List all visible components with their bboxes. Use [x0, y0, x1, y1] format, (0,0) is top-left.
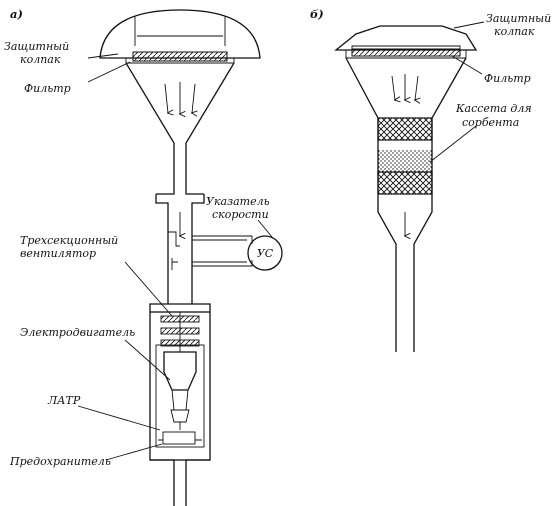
- cap-label-a-2: колпак: [20, 53, 61, 66]
- fan-section-3: [160, 339, 200, 347]
- airflow-arrows-a: [164, 82, 195, 114]
- filter-label-a: Фильтр: [24, 82, 71, 95]
- panel-b-letter: б): [310, 7, 324, 21]
- motor-label: Электродвигатель: [20, 326, 135, 339]
- panel-a-letter: а): [10, 7, 23, 21]
- panel-a: а) УС: [4, 7, 283, 506]
- protective-cap-b: [334, 25, 478, 51]
- speed-indicator-abbrev: УС: [257, 247, 274, 260]
- speed-label-2: скорости: [212, 208, 269, 221]
- fan-section-1: [160, 315, 200, 323]
- filter-b: [351, 48, 461, 57]
- speed-label-1: Указатель: [206, 195, 270, 208]
- sorbent-cassette: [377, 117, 433, 195]
- cassette-mesh-bottom: [377, 171, 433, 195]
- leader-lines-b: [429, 21, 485, 163]
- speed-indicator-dial: [247, 235, 283, 271]
- funnel-b: [345, 57, 467, 352]
- cassette-mesh-top: [377, 117, 433, 141]
- fan-label-2: вентилятор: [20, 247, 96, 260]
- filter-a: [132, 51, 228, 62]
- panel-b: б) Защитный колпак: [310, 7, 551, 352]
- cap-label-b-1: Защитный: [486, 12, 551, 25]
- speed-sensor-section: [155, 186, 253, 270]
- fuse: [162, 431, 196, 445]
- airflow-arrows-b: [391, 74, 418, 236]
- cap-label-b-2: колпак: [494, 25, 535, 38]
- cassette-label-2: сорбента: [462, 116, 519, 129]
- pipe-a: [167, 270, 193, 304]
- motor: [163, 351, 197, 391]
- cassette-sorbent: [378, 150, 432, 172]
- cassette-label-1: Кассета для: [455, 102, 532, 115]
- latr-label: ЛАТР: [47, 394, 81, 407]
- fan-motor-housing: [149, 303, 211, 506]
- protective-cap-a: [99, 9, 261, 59]
- fuse-label: Предохранитель: [9, 455, 111, 468]
- leader-lines-a: [77, 53, 273, 461]
- latr-body: [170, 409, 190, 423]
- funnel-a: [125, 62, 235, 186]
- fan-section-2: [160, 327, 200, 335]
- fan-label-1: Трехсекционный: [20, 234, 118, 247]
- filter-label-b: Фильтр: [484, 72, 531, 85]
- cap-label-a-1: Защитный: [4, 40, 69, 53]
